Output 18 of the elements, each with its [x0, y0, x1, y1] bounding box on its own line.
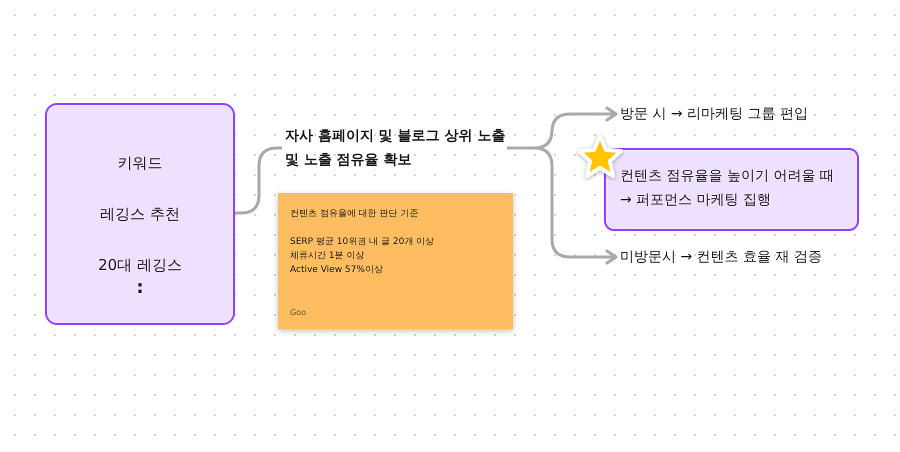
branch-text: 미방문시 → 컨텐츠 효율 재 검증 — [620, 245, 850, 269]
sticky-note — [278, 193, 513, 329]
note-text: SERP 평균 10위권 내 글 20개 이상 — [290, 236, 434, 249]
box-text: 컨텐츠 점유율을 높이기 어려울 때 → 퍼포먼스 마케팅 집행 — [620, 167, 835, 210]
highlight-box — [604, 148, 859, 231]
connector-line — [235, 146, 282, 214]
note-text: 컨텐츠 점유율에 대한 판단 기준 — [290, 208, 418, 221]
heading-text: 자사 홈페이지 및 블로그 상위 노출 및 노출 점유율 확보 — [285, 124, 515, 172]
note-text: 체류시간 1분 이상 — [290, 250, 364, 263]
box-text: 20대 레깅스 — [98, 255, 182, 275]
arrow — [507, 146, 618, 264]
box-text: : — [136, 278, 144, 298]
box-text: 레깅스 추천 — [100, 204, 180, 224]
note-text: Active View 57%이상 — [290, 264, 383, 277]
note-text: Goo — [290, 307, 306, 319]
box-text: 키워드 — [118, 153, 162, 173]
branch-text: 방문 시 → 리마케팅 그룹 편입 — [620, 102, 850, 126]
keyword-box — [45, 103, 235, 325]
